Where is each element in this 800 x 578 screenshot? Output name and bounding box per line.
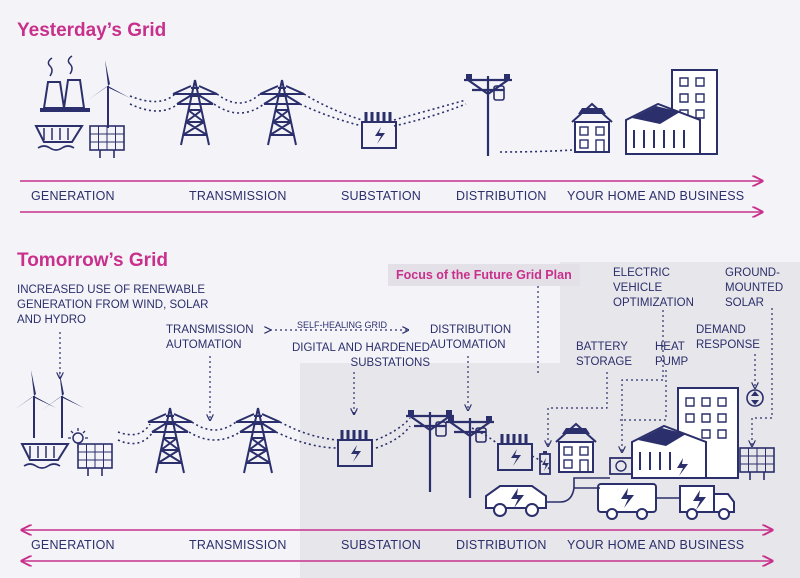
power-plant-icon xyxy=(40,55,90,112)
business-building-icon xyxy=(625,69,718,155)
electric-car-icon xyxy=(485,485,547,517)
transmission-tower-icon xyxy=(147,407,193,474)
digital-substation-icon xyxy=(336,428,374,468)
yesterday-stage-substation: SUBSTATION xyxy=(341,189,422,203)
tomorrow-stage-home-business: YOUR HOME AND BUSINESS xyxy=(567,538,745,552)
demand-response-icon xyxy=(746,389,764,407)
callout-leaders xyxy=(60,286,773,452)
focus-area-background-upper xyxy=(560,262,800,363)
callout-ground-solar: GROUND-MOUNTED SOLAR xyxy=(725,267,784,309)
callout-self-healing: SELF-HEALING GRID xyxy=(297,320,388,330)
ground-solar-icon xyxy=(739,447,775,481)
callout-transmission-automation: TRANSMISSION AUTOMATION xyxy=(166,324,254,351)
callout-battery-storage: BATTERY STORAGE xyxy=(576,341,633,368)
callout-ev-optimization: ELECTRIC VEHICLE OPTIMIZATION xyxy=(613,267,694,309)
callout-distribution-automation: DISTRIBUTION AUTOMATION xyxy=(430,324,512,351)
electric-van-icon xyxy=(597,483,657,520)
tomorrow-stage-generation: GENERATION xyxy=(31,538,115,552)
tomorrow-stage-transmission: TRANSMISSION xyxy=(189,538,287,552)
solar-panel-icon xyxy=(77,443,113,477)
wind-turbine-icon xyxy=(87,59,131,129)
house-icon xyxy=(571,103,613,153)
tomorrow-title: Tomorrow’s Grid xyxy=(17,250,168,271)
yesterday-title: Yesterday’s Grid xyxy=(17,20,167,41)
yesterday-stage-generation: GENERATION xyxy=(31,189,115,203)
tomorrow-stage-substation: SUBSTATION xyxy=(341,538,422,552)
electric-truck-icon xyxy=(679,485,735,520)
heat-pump-icon xyxy=(609,457,633,475)
transmission-tower-icon xyxy=(172,79,218,146)
house-icon xyxy=(555,423,597,473)
transmission-tower-icon xyxy=(235,407,281,474)
focus-label: Focus of the Future Grid Plan xyxy=(388,264,580,286)
utility-pole-icon xyxy=(444,414,496,500)
solar-panel-icon xyxy=(89,125,125,159)
yesterday-stage-distribution: DISTRIBUTION xyxy=(456,189,547,203)
wind-turbine-icon xyxy=(13,369,57,439)
tomorrow-stage-distribution: DISTRIBUTION xyxy=(456,538,547,552)
substation-icon xyxy=(360,110,398,150)
yesterday-stage-home-business: YOUR HOME AND BUSINESS xyxy=(567,189,745,203)
ev-charging-cables xyxy=(546,477,680,503)
callout-renewable: INCREASED USE OF RENEWABLE GENERATION FR… xyxy=(17,284,209,326)
substation-icon xyxy=(496,432,534,472)
power-lines xyxy=(129,93,573,153)
yesterday-stage-transmission: TRANSMISSION xyxy=(189,189,287,203)
callout-demand-response: DEMAND RESPONSE xyxy=(696,324,760,351)
hydro-dam-icon xyxy=(34,125,84,151)
utility-pole-icon xyxy=(462,72,514,158)
business-building-icon xyxy=(631,387,739,479)
hydro-dam-icon xyxy=(20,443,70,469)
battery-icon xyxy=(539,451,551,475)
transmission-tower-icon xyxy=(259,79,305,146)
callout-digital-substations: DIGITAL AND HARDENED SUBSTATIONS xyxy=(291,342,430,369)
